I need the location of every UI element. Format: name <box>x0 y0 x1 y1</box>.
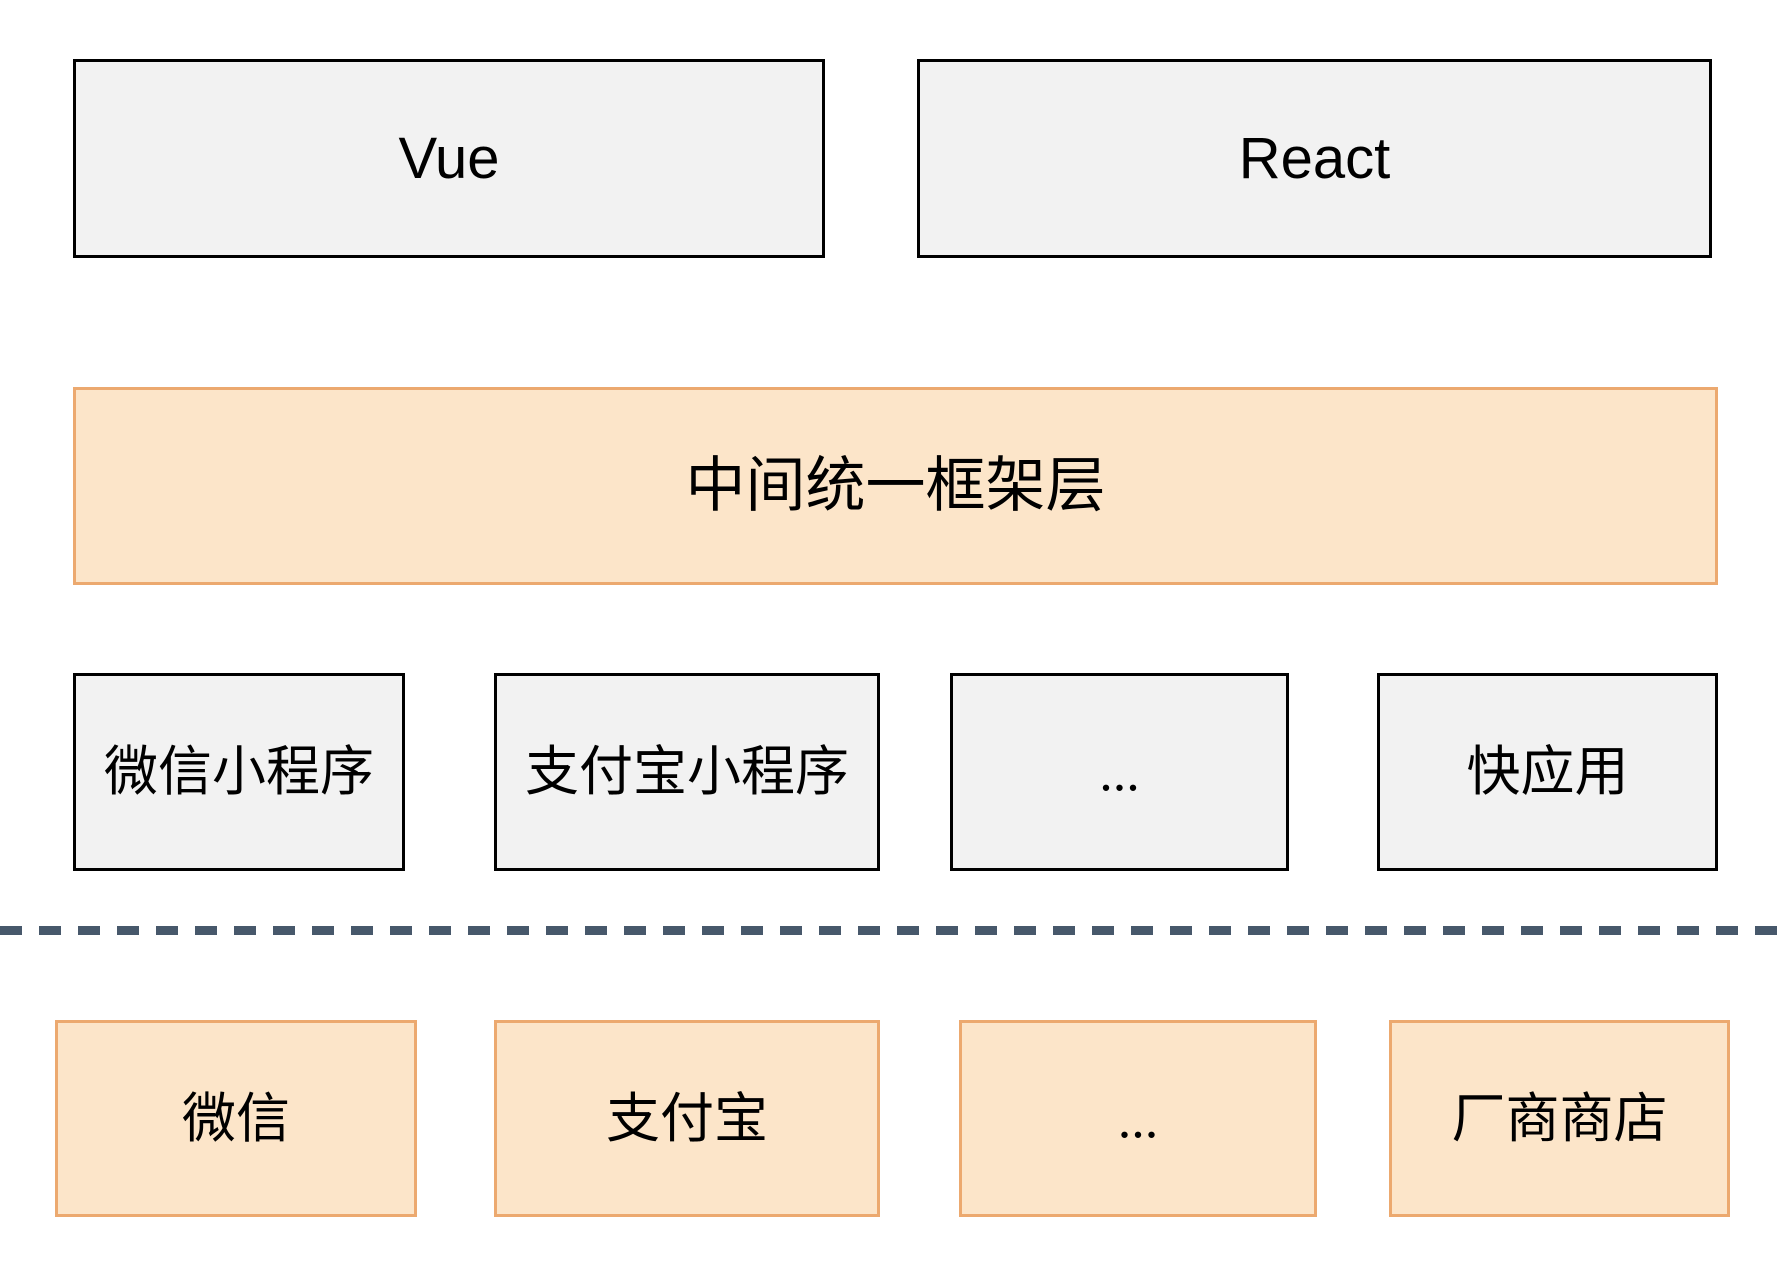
host-box-more-ellipsis: ... <box>959 1020 1317 1217</box>
platform-box-more-ellipsis-label: ... <box>1099 742 1140 802</box>
dashed-divider-line <box>0 926 1788 935</box>
framework-box-react: React <box>917 59 1712 258</box>
host-box-vendor-store: 厂商商店 <box>1389 1020 1730 1217</box>
host-box-more-ellipsis-label: ... <box>1117 1088 1159 1149</box>
framework-box-react-label: React <box>1238 125 1391 191</box>
host-box-wechat-label: 微信 <box>182 1088 290 1149</box>
platform-box-more-ellipsis: ... <box>950 673 1289 871</box>
middle-framework-layer-label: 中间统一框架层 <box>685 453 1106 519</box>
platform-box-wechat-miniprogram-label: 微信小程序 <box>104 742 374 802</box>
platform-box-alipay-miniprogram-label: 支付宝小程序 <box>525 742 849 802</box>
middle-framework-layer-box: 中间统一框架层 <box>73 387 1718 585</box>
platform-box-alipay-miniprogram: 支付宝小程序 <box>494 673 880 871</box>
host-box-vendor-store-label: 厂商商店 <box>1451 1088 1668 1149</box>
host-box-alipay: 支付宝 <box>494 1020 880 1217</box>
platform-box-wechat-miniprogram: 微信小程序 <box>73 673 405 871</box>
host-box-alipay-label: 支付宝 <box>606 1088 768 1149</box>
platform-box-quick-app-label: 快应用 <box>1466 742 1629 802</box>
framework-box-vue: Vue <box>73 59 825 258</box>
framework-box-vue-label: Vue <box>398 125 500 191</box>
platform-box-quick-app: 快应用 <box>1377 673 1718 871</box>
host-box-wechat: 微信 <box>55 1020 417 1217</box>
